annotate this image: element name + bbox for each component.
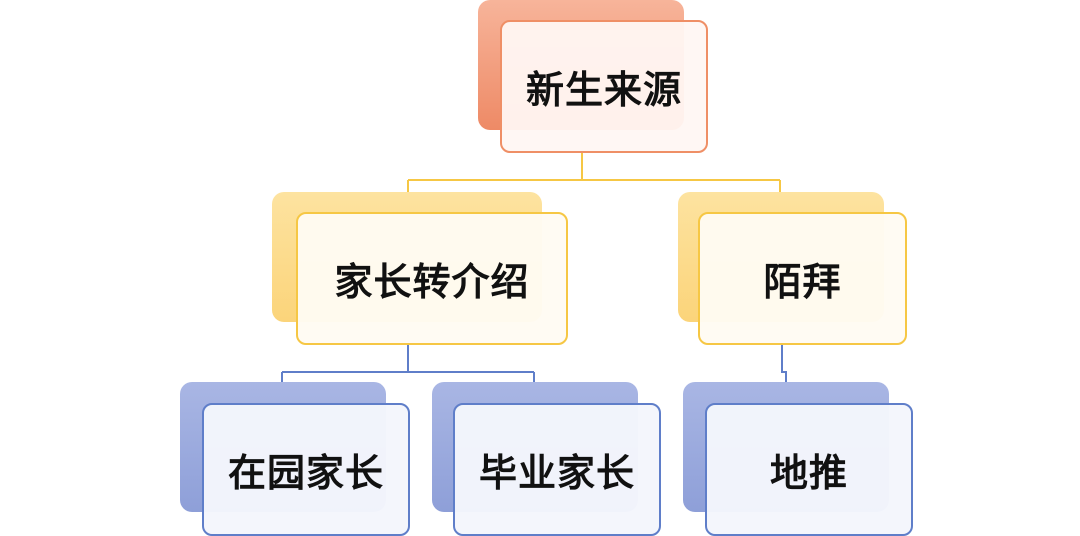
node-label: 在园家长 (227, 451, 384, 495)
node-box: 新生来源 (500, 20, 708, 153)
node-label: 地推 (769, 451, 848, 495)
node-label: 家长转介绍 (334, 260, 530, 304)
node-label: 陌拜 (763, 260, 842, 304)
node-box: 毕业家长 (453, 403, 661, 536)
node-box: 家长转介绍 (296, 212, 568, 345)
node-box: 在园家长 (202, 403, 410, 536)
node-label: 毕业家长 (478, 451, 635, 495)
node-label: 新生来源 (525, 68, 682, 112)
node-box: 地推 (705, 403, 913, 536)
node-box: 陌拜 (698, 212, 907, 345)
